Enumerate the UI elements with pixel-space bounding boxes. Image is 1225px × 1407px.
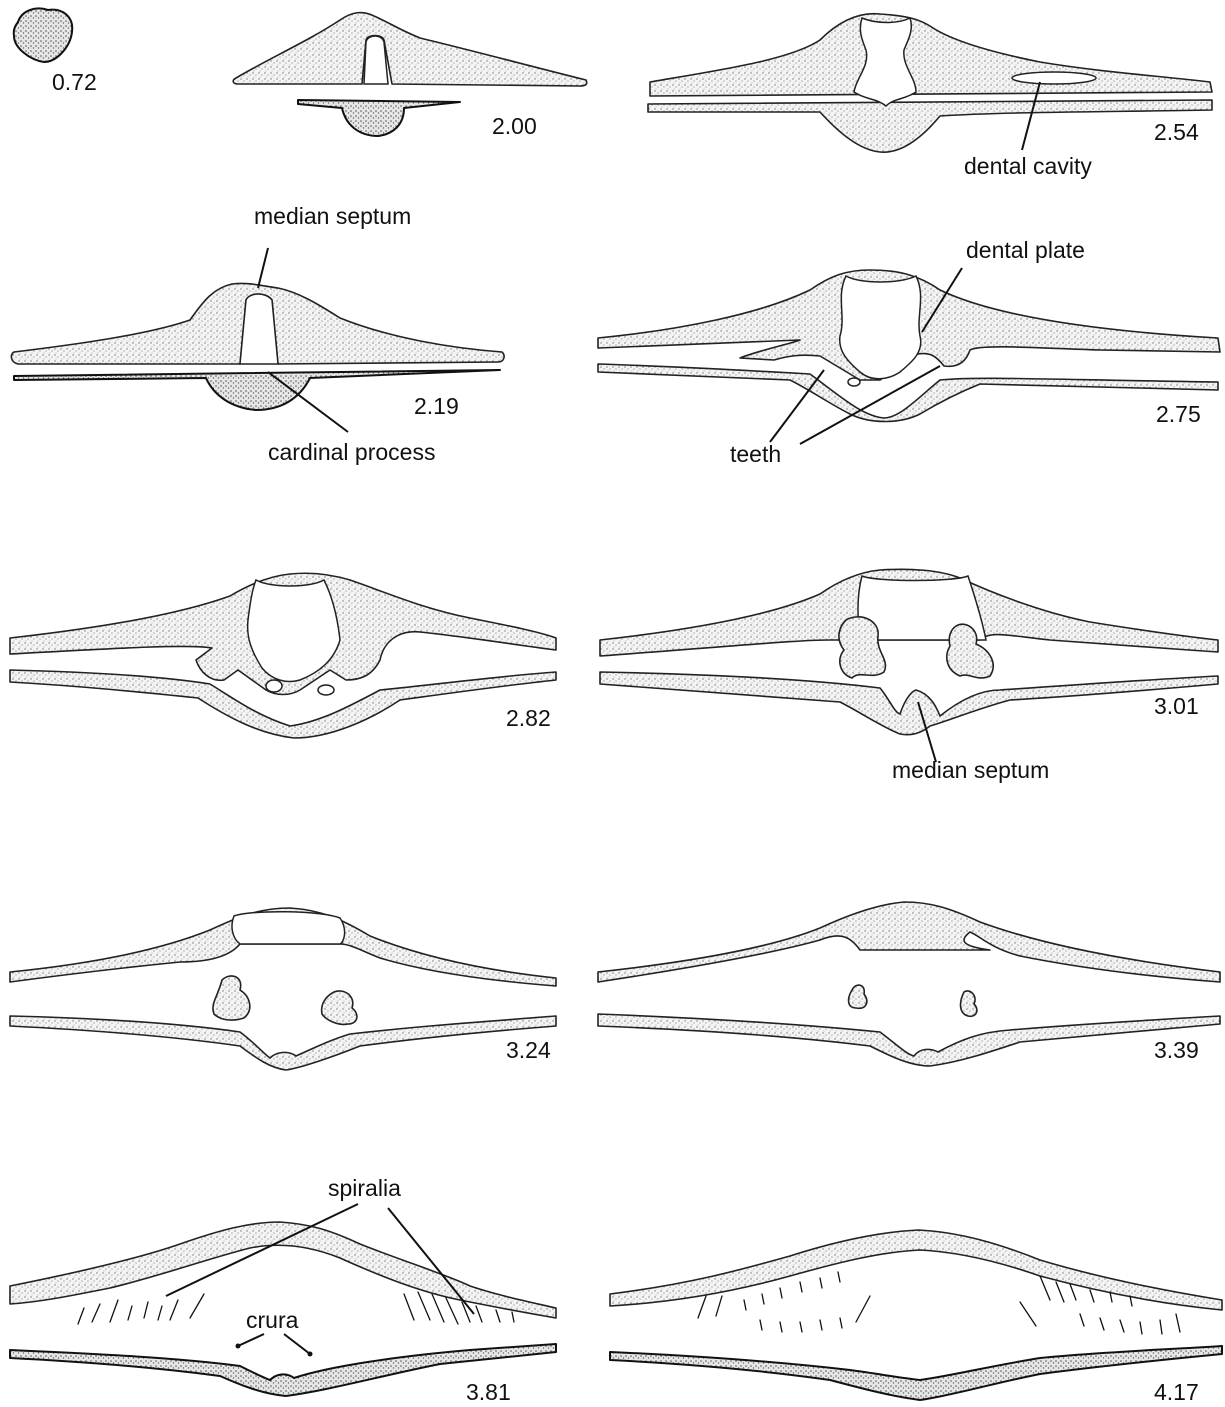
section-0-72-label: 0.72 — [52, 69, 97, 95]
section-3-39: 3.39 — [598, 902, 1220, 1066]
section-3-24-left-crus — [213, 976, 250, 1020]
section-3-24-right-crus — [322, 991, 357, 1024]
section-3-24-cavity — [232, 912, 345, 944]
section-2-75-foramen — [848, 378, 860, 386]
section-2-54-label: 2.54 — [1154, 119, 1199, 145]
section-2-75-label: 2.75 — [1156, 401, 1201, 427]
crura-mark-right — [308, 1352, 313, 1357]
median-septum-mid-label: median septum — [892, 757, 1049, 783]
section-3-01-label: 3.01 — [1154, 693, 1199, 719]
section-3-39-right-crus — [961, 991, 977, 1016]
section-2-75-cavity — [840, 276, 921, 379]
section-3-24: 3.24 — [10, 908, 556, 1070]
teeth-label: teeth — [730, 441, 781, 467]
median-septum-top-label: median septum — [254, 203, 411, 229]
section-2-00-dorsal-valve — [233, 13, 587, 86]
section-3-81-spiralia-left — [78, 1294, 204, 1324]
section-2-19: median septum cardinal process 2.19 — [11, 203, 504, 465]
dental-cavity-label: dental cavity — [964, 153, 1092, 179]
section-3-39-label: 3.39 — [1154, 1037, 1199, 1063]
section-3-81-label: 3.81 — [466, 1379, 511, 1405]
section-2-00: 2.00 — [233, 13, 587, 139]
spiralia-label: spiralia — [328, 1175, 401, 1201]
section-2-00-label: 2.00 — [492, 113, 537, 139]
section-2-82-foramen-left — [266, 680, 282, 692]
section-2-19-label: 2.19 — [414, 393, 459, 419]
section-3-81-dorsal-valve — [10, 1222, 556, 1318]
section-2-54-dental-cavity — [1012, 72, 1096, 84]
section-4-17-ventral-valve — [610, 1346, 1222, 1400]
section-0-72: 0.72 — [14, 9, 97, 96]
cardinal-process-label: cardinal process — [268, 439, 435, 465]
section-4-17: 4.17 — [610, 1230, 1222, 1405]
section-2-82-foramen-right — [318, 685, 334, 695]
section-2-75-ventral-valve — [598, 364, 1218, 422]
dental-plate-label: dental plate — [966, 237, 1085, 263]
crura-label: crura — [246, 1307, 299, 1333]
section-2-54-ventral-valve — [648, 100, 1212, 152]
section-3-39-ventral-valve — [598, 1014, 1220, 1066]
section-2-00-ventral-valve — [298, 100, 460, 136]
crura-mark-left — [236, 1344, 241, 1349]
section-3-01-ventral-valve — [600, 672, 1218, 735]
section-3-39-dorsal-valve — [598, 902, 1220, 982]
section-3-24-ventral-valve — [10, 1016, 556, 1070]
section-2-54: dental cavity 2.54 — [648, 14, 1212, 179]
section-2-75: dental plate teeth 2.75 — [598, 237, 1220, 467]
section-4-17-label: 4.17 — [1154, 1379, 1199, 1405]
crura-leader-right — [284, 1334, 310, 1354]
median-septum-top-leader — [258, 248, 268, 288]
section-3-39-left-crus — [849, 985, 867, 1008]
section-3-24-label: 3.24 — [506, 1037, 551, 1063]
section-2-00-median-cavity — [364, 36, 388, 84]
section-3-01: median septum 3.01 — [600, 569, 1218, 783]
section-0-72-outline — [14, 9, 72, 63]
section-3-81: spiralia crura 3.81 — [10, 1175, 556, 1405]
section-2-54-dorsal-valve — [650, 14, 1212, 96]
section-2-19-cavity — [240, 294, 278, 364]
crura-leader-left — [238, 1334, 264, 1346]
section-2-82: 2.82 — [10, 573, 556, 738]
section-2-82-label: 2.82 — [506, 705, 551, 731]
